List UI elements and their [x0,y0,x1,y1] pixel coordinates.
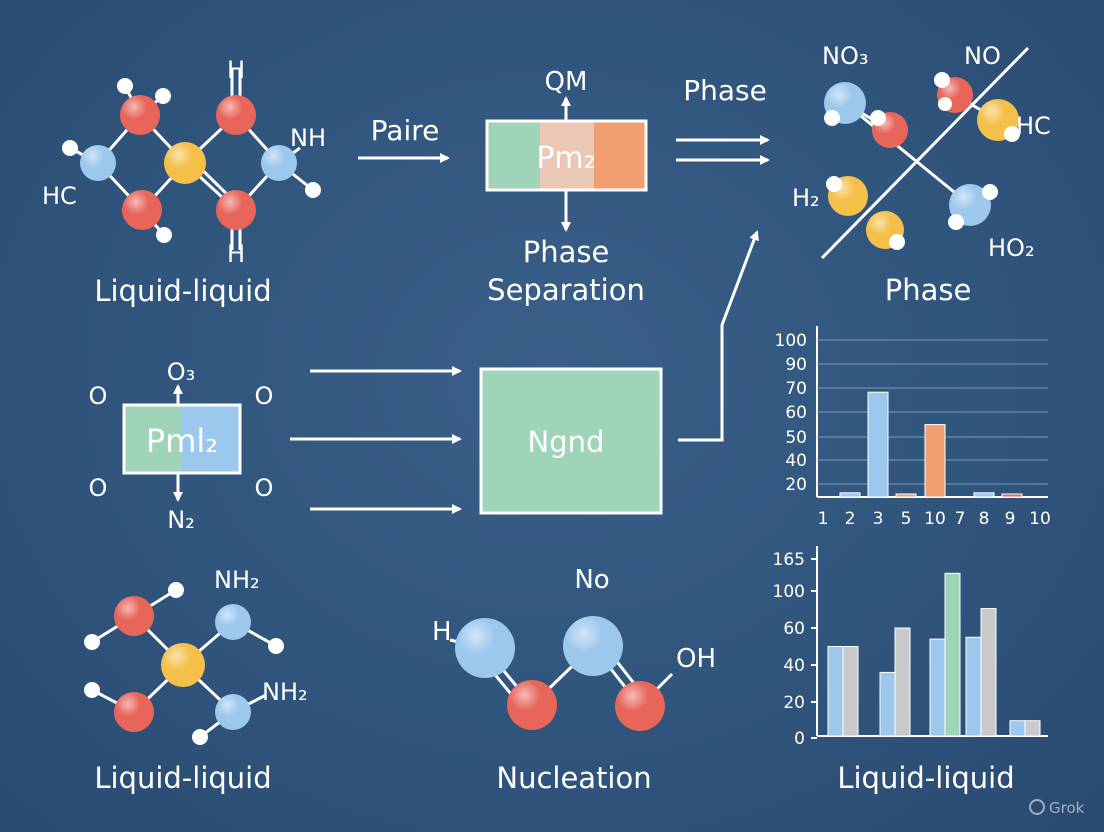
caption-bottom-middle: Nucleation [496,761,651,795]
label-nh2-top: NH₂ [214,566,260,594]
h-atom [305,182,321,198]
y-tick-label: 100 [773,582,805,602]
x-tick-label: 7 [955,509,966,529]
molecule-bottom-middle: No H OH [432,565,716,731]
bar [924,424,946,498]
caption-top-middle-line2: Separation [487,273,645,307]
bar [842,646,859,737]
arrow-phase: Phase [676,74,770,165]
y-tick-label: 40 [783,656,805,676]
bar [1024,720,1041,737]
molecule-bottom-left: NH₂ NH₂ [84,566,308,745]
bar [1009,720,1026,737]
x-tick-label: 2 [845,509,856,529]
bar [827,646,844,737]
label-no-bottom: No [574,565,609,595]
caption-bottom-left: Liquid-liquid [94,761,271,795]
x-tick-label: 3 [873,509,884,529]
y-tick-label: 20 [785,475,807,495]
y-tick-label: 0 [794,729,805,749]
bar [973,492,995,498]
y-tick-label: 60 [783,619,805,639]
h-atom [117,78,133,94]
y-tick-label: 90 [785,355,807,375]
label-h-top: H [227,56,245,84]
caption-bottom-right: Liquid-liquid [837,761,1014,795]
x-tick-label: 9 [1005,509,1016,529]
label-o-tr: O [255,382,274,410]
bar [895,493,917,498]
label-hc: HC [42,182,77,210]
label-o-bl: O [89,474,108,502]
x-tick-label: 1 [818,509,829,529]
grok-watermark: Grok [1029,799,1085,817]
left-box: Pml₂ O₃ N₂ O O O O [89,358,274,534]
left-box-label: Pml₂ [146,422,218,460]
label-h2: H₂ [792,184,820,212]
caption-top-left: Liquid-liquid [94,274,271,308]
grok-logo-icon [1029,799,1045,815]
top-box-label: Pm₂ [536,141,595,176]
label-ho2: HO₂ [988,234,1035,262]
bar-chart-bottom: 165 100 60 40 20 0 [773,546,1048,749]
y-tick-label: 50 [785,428,807,448]
label-qm: QM [545,67,588,97]
label-n2: N₂ [167,506,195,534]
bar [1001,493,1023,498]
arrows-to-center [290,366,462,514]
label-o-br: O [255,474,274,502]
bar [929,638,946,737]
bar [839,492,861,498]
x-tick-label: 8 [979,509,990,529]
center-box: Ngnd [479,367,663,515]
bar [980,608,997,737]
bar [965,636,982,737]
arrow-center-to-phase [678,230,759,442]
label-oh: OH [676,644,716,674]
molecule-top-right: NO₃ NO HC H₂ HO₂ [792,42,1051,262]
label-h-bottom-middle: H [432,617,452,647]
bar [894,627,911,737]
y-tick-label: 40 [785,451,807,471]
x-tick-label: 5 [901,509,912,529]
arrow-paire: Paire [358,114,450,163]
h-atom [156,227,172,243]
label-no3: NO₃ [822,42,868,70]
label-nh: NH [290,124,326,152]
center-box-label: Ngnd [528,425,605,459]
label-hc-right: HC [1016,112,1051,140]
h-atom [62,140,78,156]
y-tick-label: 20 [783,693,805,713]
label-phase: Phase [683,74,767,107]
h-atom [155,88,171,104]
caption-top-right: Phase [885,273,972,307]
y-tick-label: 70 [785,379,807,399]
watermark-text: Grok [1049,799,1085,817]
label-nh2-right: NH₂ [262,678,308,706]
x-tick-label: 10 [924,509,946,529]
label-o-tl: O [89,382,108,410]
label-paire: Paire [371,114,440,147]
top-box: Pm₂ QM [485,67,648,232]
x-tick-label: 10 [1029,509,1051,529]
bar [879,671,896,737]
bar [867,391,889,498]
y-tick-label: 60 [785,403,807,423]
y-tick-label: 100 [775,331,807,351]
label-no: NO [964,42,1001,70]
bar [944,572,961,737]
caption-top-middle-line1: Phase [523,235,610,269]
molecule-top-left: H H NH HC [42,56,326,268]
y-tick-label: 165 [773,550,805,570]
label-o3: O₃ [167,358,196,386]
label-h-bottom: H [227,240,245,268]
